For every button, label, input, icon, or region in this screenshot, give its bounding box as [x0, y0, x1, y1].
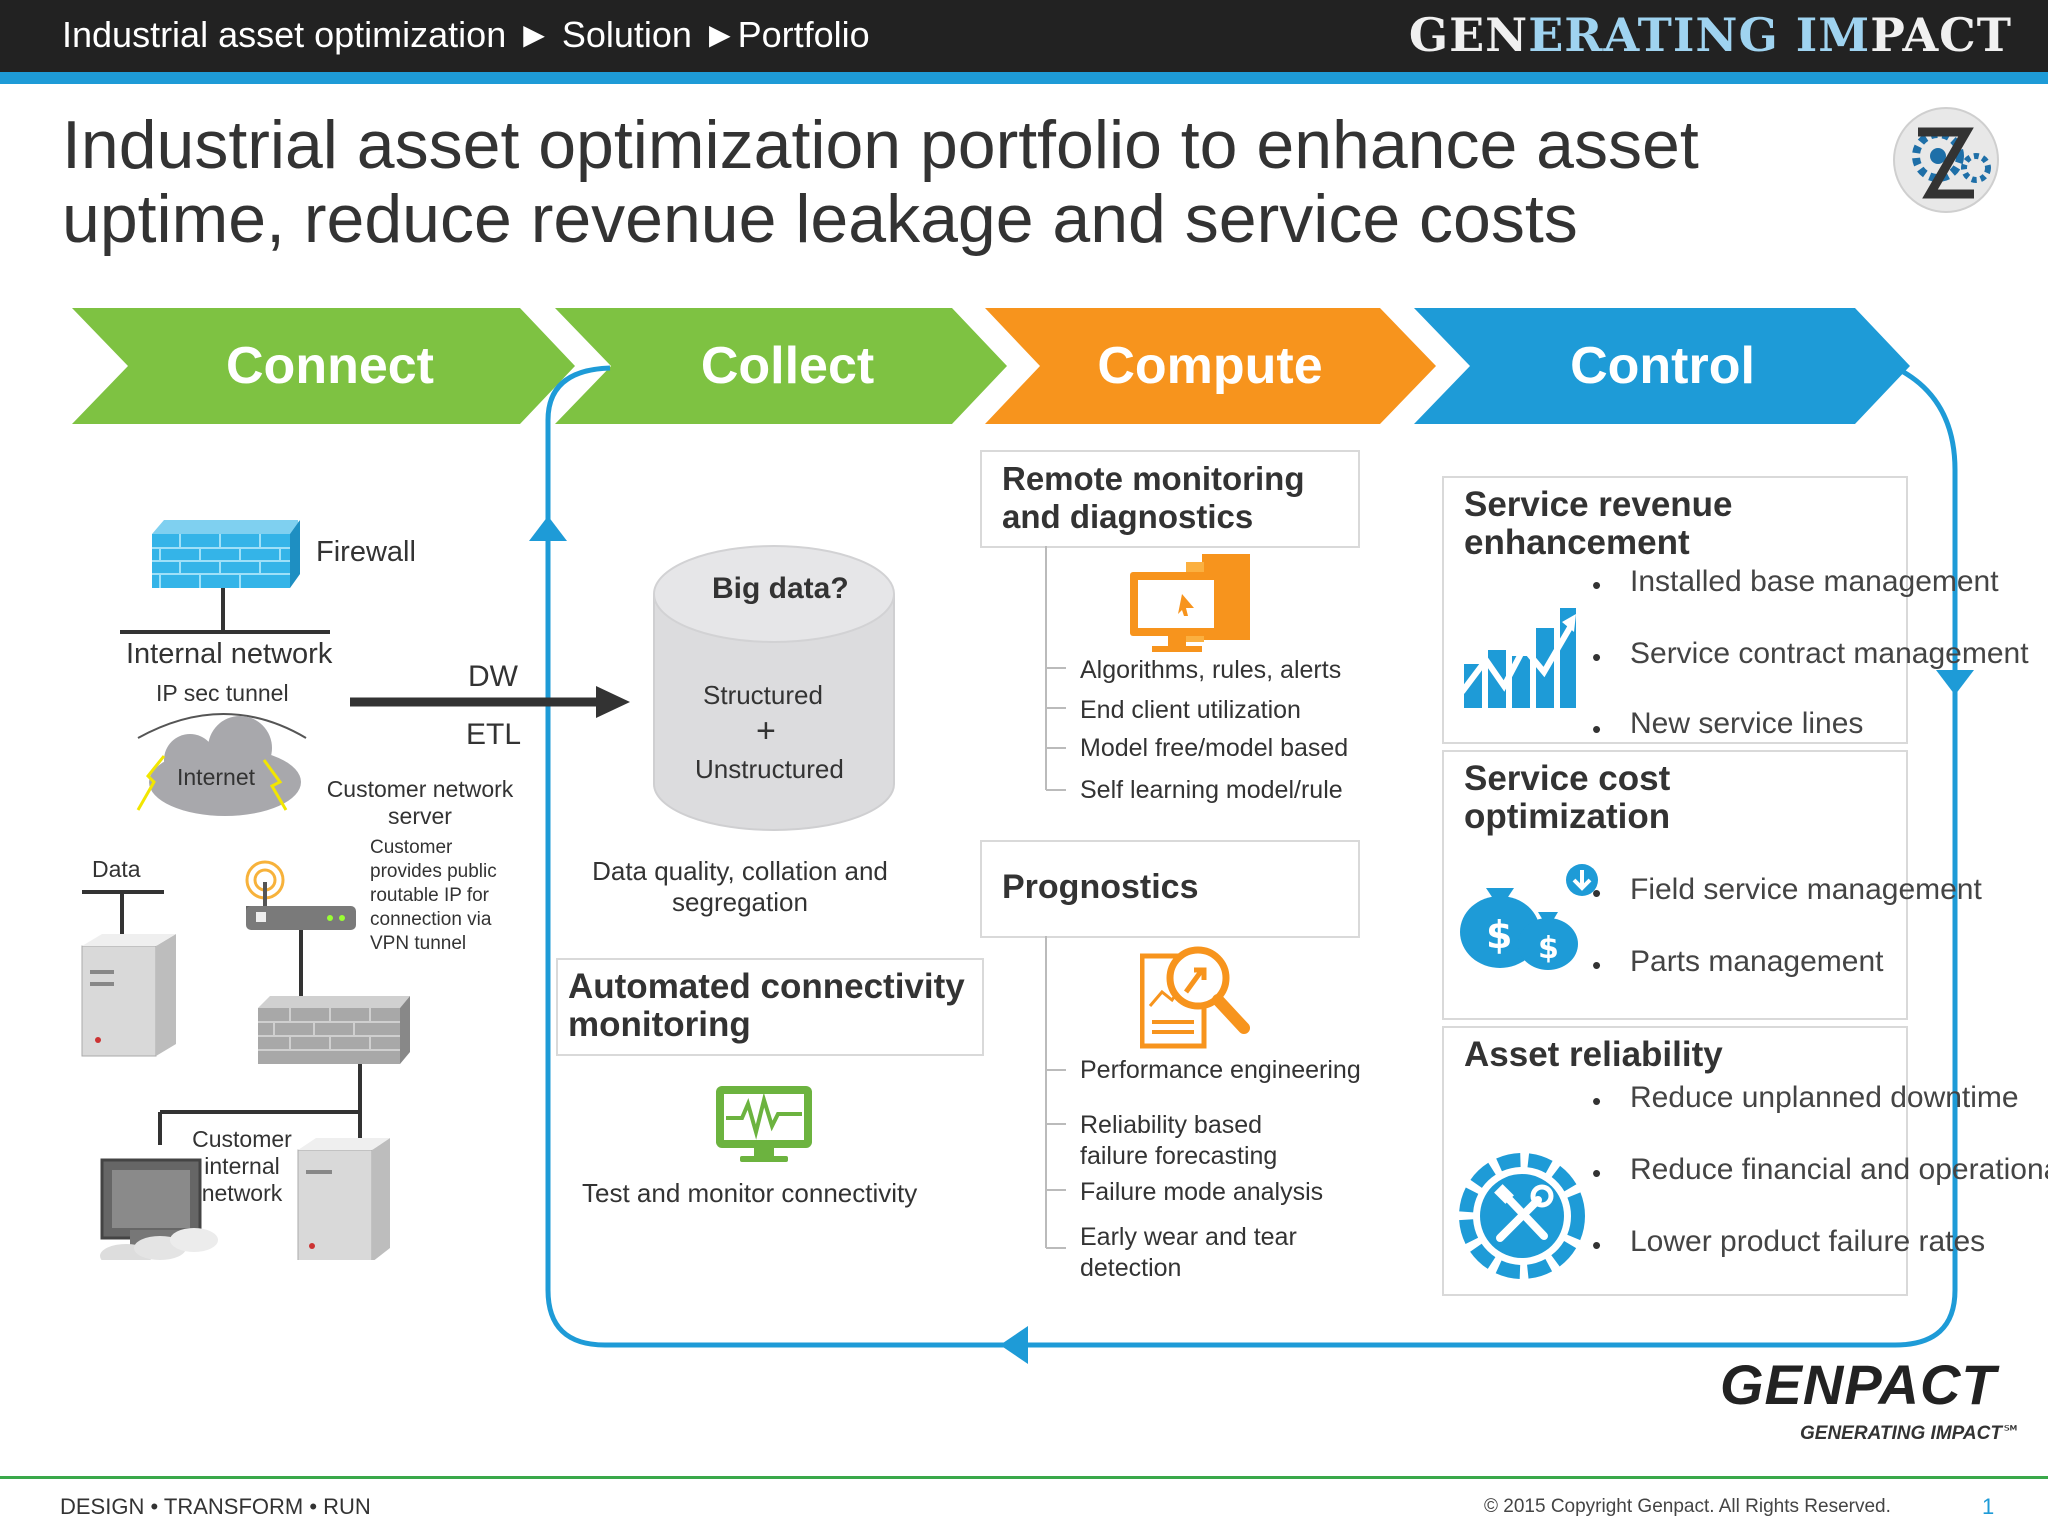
cost-item-1: Field service management [1630, 873, 1982, 906]
firewall-icon [152, 520, 300, 588]
prog-item-3: Failure mode analysis [1080, 1178, 1324, 1206]
workstation-icon [100, 1158, 218, 1260]
ipsec-label: IP sec tunnel [156, 680, 289, 706]
stage-compute-label: Compute [1097, 337, 1323, 395]
header-accent-bar [0, 72, 2048, 84]
footer-left: DESIGN • TRANSFORM • RUN [60, 1494, 371, 1519]
data-server-icon [81, 934, 176, 1057]
prognostics-title: Prognostics [1002, 868, 1199, 906]
automated-connectivity-box: Automated connectivity monitoring [556, 958, 984, 1056]
prognostics-bracket [1045, 936, 1066, 1249]
internal-network-label: Internal network [126, 638, 333, 670]
page-number: 1 [1982, 1494, 1995, 1519]
bullet-dot: • [1592, 570, 1602, 600]
etl-label: ETL [466, 718, 522, 751]
loop-arrow-up [529, 516, 567, 541]
rmd-title: Remote monitoring and diagnostics [1002, 460, 1305, 535]
reliability-item-2: Reduce financial and operational risk [1630, 1153, 2048, 1186]
firewall-label: Firewall [316, 536, 416, 568]
internal-server-icon [297, 1138, 390, 1260]
prog-item-4: Early wear and tear detection [1080, 1223, 1297, 1282]
reliability-box: Asset reliability • Reduce unplanned dow… [1442, 1026, 2048, 1296]
prog-item-1: Performance engineering [1080, 1056, 1361, 1084]
rmd-item-2: End client utilization [1080, 696, 1301, 724]
svg-text:$: $ [1486, 913, 1512, 957]
collect-chevron [555, 308, 1007, 424]
connect-chevron [72, 308, 575, 424]
footer-copyright: © 2015 Copyright Genpact. All Rights Res… [1484, 1496, 1891, 1517]
rmd-bracket [1045, 546, 1066, 791]
customer-internal-label: Customer internal network [192, 1126, 292, 1206]
cost-title: Service cost optimization [1464, 759, 1671, 836]
customer-note: Customer provides public routable IP for… [370, 837, 497, 954]
loop-arrow-left [1000, 1326, 1028, 1364]
revenue-item-1: Installed base management [1630, 565, 1999, 598]
structured-label: Structured [703, 680, 823, 710]
loop-arrow-down [1936, 670, 1974, 695]
stage-chevrons [72, 308, 1910, 424]
money-bags-icon: $ $ [1460, 864, 1598, 970]
cost-box: Service cost optimization $ $ • Field se… [1442, 750, 1982, 1020]
network-diagram [81, 520, 410, 1260]
plus-label: + [756, 712, 776, 750]
revenue-title: Service revenue enhancement [1464, 485, 1733, 562]
router-icon [245, 860, 356, 930]
prognostics-box: Prognostics [980, 840, 1360, 938]
bullet-dot: • [1592, 642, 1602, 672]
data-label: Data [92, 856, 141, 882]
bullet-dot: • [1592, 1158, 1602, 1188]
bigdata-cylinder [653, 545, 895, 831]
rmd-item-1: Algorithms, rules, alerts [1080, 656, 1342, 684]
monitor-pulse-icon [716, 1086, 812, 1162]
dw-etl-arrow [350, 686, 630, 718]
grey-firewall-icon [258, 996, 410, 1064]
reliability-item-3: Lower product failure rates [1630, 1225, 1986, 1258]
revenue-item-3: New service lines [1630, 707, 1864, 740]
internet-label: Internet [177, 764, 255, 790]
test-monitor-label: Test and monitor connectivity [582, 1178, 918, 1208]
computer-screen-icon [1130, 554, 1250, 652]
genpact-logo: GENPACT [1720, 1353, 1997, 1416]
stage-control-label: Control [1570, 337, 1755, 395]
page-title: Industrial asset optimization portfolio … [62, 108, 1822, 256]
automated-connectivity-title: Automated connectivity monitoring [568, 967, 965, 1044]
bigdata-label: Big data? [712, 572, 849, 605]
control-chevron [1414, 308, 1910, 424]
footer-divider [0, 1476, 2048, 1479]
growth-chart-icon [1460, 608, 1576, 708]
bullet-dot: • [1592, 878, 1602, 908]
bullet-dot: • [1592, 1086, 1602, 1116]
unstructured-label: Unstructured [695, 754, 844, 784]
page-title-line1: Industrial asset optimization portfolio … [62, 107, 1699, 183]
rmd-box: Remote monitoring and diagnostics [980, 450, 1360, 548]
revenue-box: Service revenue enhancement • Installed … [1442, 476, 2029, 744]
compute-chevron [985, 308, 1436, 424]
reliability-item-1: Reduce unplanned downtime [1630, 1081, 2019, 1114]
reliability-title: Asset reliability [1464, 1035, 1723, 1074]
brand-wordmark: GENERATING IMPACT [1408, 8, 2012, 62]
page-title-line2: uptime, reduce revenue leakage and servi… [62, 181, 1578, 257]
stage-collect-label: Collect [700, 337, 875, 395]
rmd-item-4: Self learning model/rule [1080, 776, 1343, 804]
bullet-dot: • [1592, 950, 1602, 980]
gear-tools-icon [1459, 1153, 1585, 1279]
svg-text:$: $ [1538, 931, 1559, 966]
prog-item-2: Reliability based failure forecasting [1080, 1111, 1278, 1170]
magnifier-chart-icon [1140, 946, 1250, 1049]
internet-cloud-icon [136, 716, 301, 816]
bullet-dot: • [1592, 1230, 1602, 1260]
stage-connect-label: Connect [226, 337, 434, 395]
breadcrumb: Industrial asset optimization ► Solution… [62, 14, 870, 55]
genpact-tagline: GENERATING IMPACT℠ [1800, 1423, 2022, 1444]
bullet-dot: • [1592, 714, 1602, 744]
customer-server-label: Customer network server [326, 776, 514, 829]
gears-icon [1893, 107, 1999, 213]
dw-label: DW [468, 660, 518, 693]
data-quality-label: Data quality, collation and segregation [592, 856, 888, 917]
cost-item-2: Parts management [1630, 945, 1884, 978]
header-bar [0, 0, 2048, 72]
revenue-item-2: Service contract management [1630, 637, 2029, 670]
rmd-item-3: Model free/model based [1080, 734, 1349, 762]
